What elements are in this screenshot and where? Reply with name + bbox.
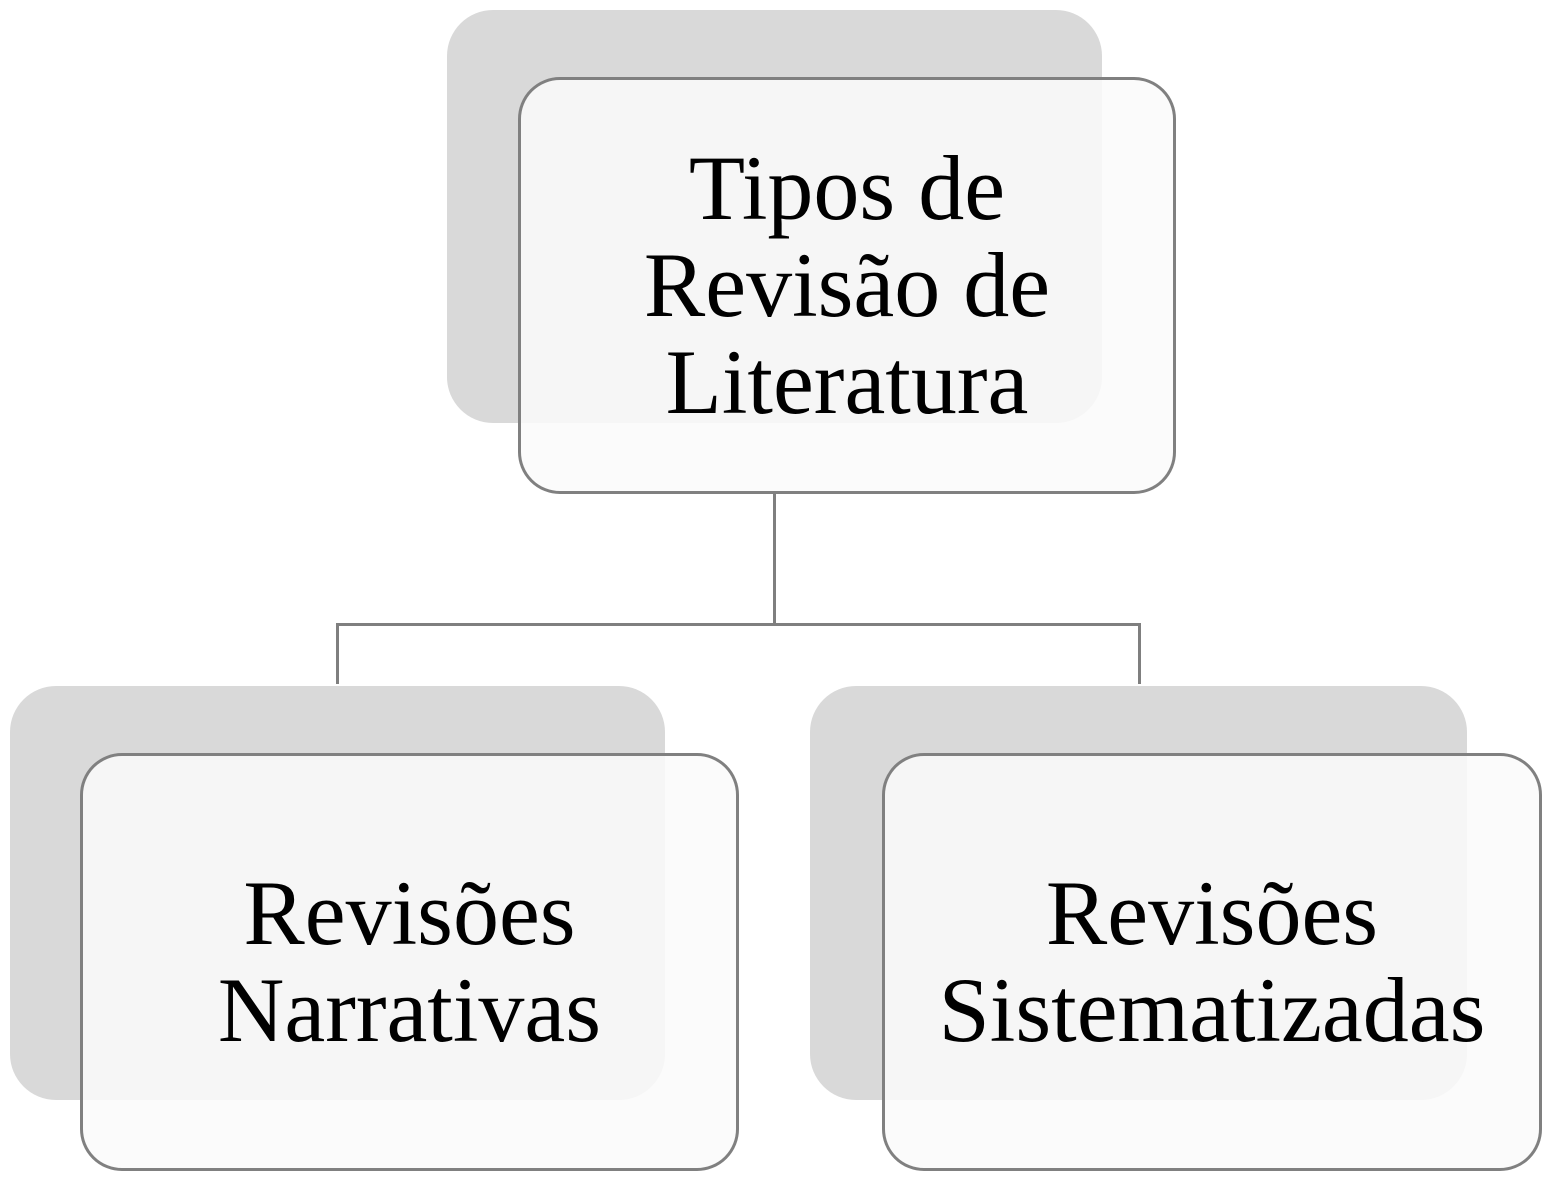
narrative-node-label: Revisões Narrativas — [217, 862, 602, 1061]
root-node-label: Tipos de Revisão de Literatura — [643, 137, 1051, 433]
connector-root-vertical — [773, 494, 776, 624]
systematized-node-label: Revisões Sistematizadas — [938, 862, 1486, 1061]
connector-right-vertical — [1138, 623, 1141, 684]
root-node-card: Tipos de Revisão de Literatura — [518, 77, 1176, 494]
connector-horizontal — [336, 623, 1141, 626]
narrative-node-card: Revisões Narrativas — [80, 753, 739, 1171]
systematized-node-card: Revisões Sistematizadas — [882, 753, 1542, 1171]
connector-left-vertical — [336, 623, 339, 684]
